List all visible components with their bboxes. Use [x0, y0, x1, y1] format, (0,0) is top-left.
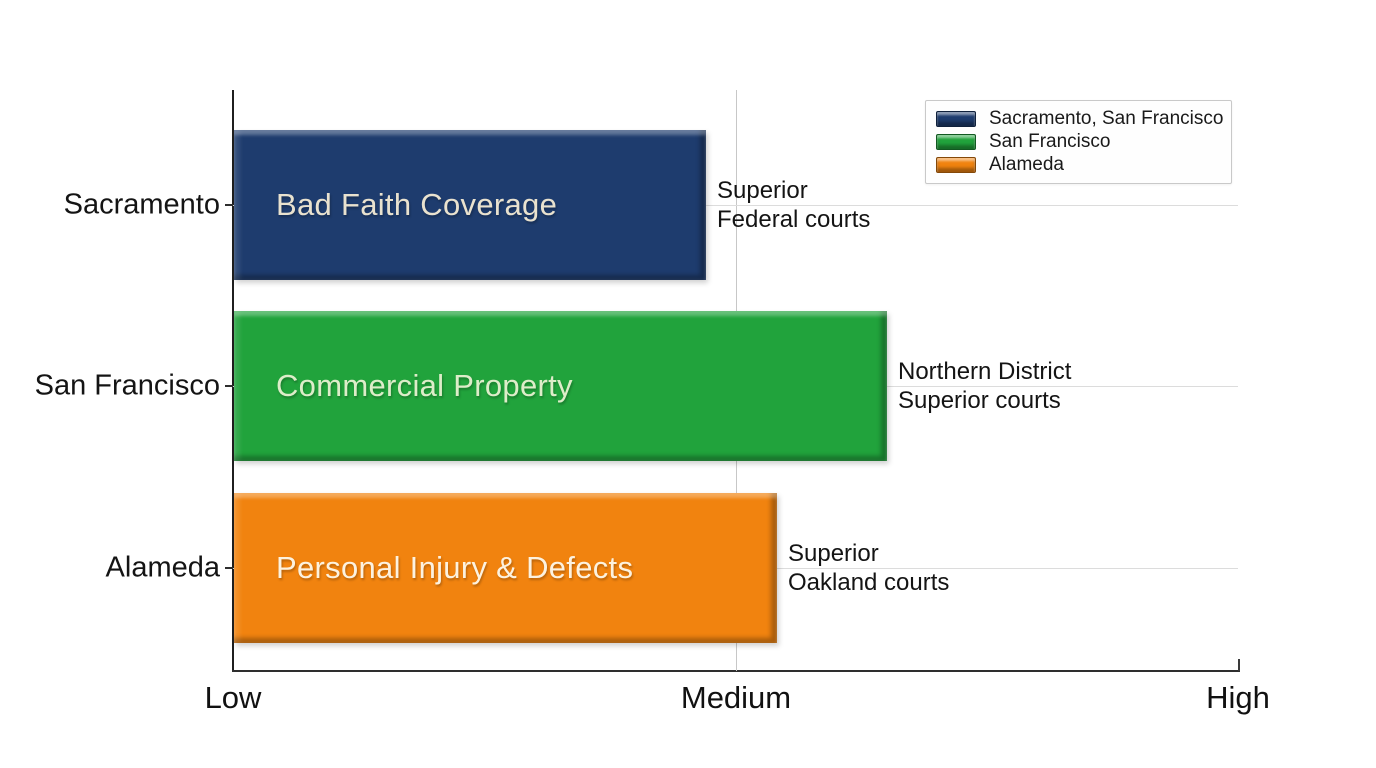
legend-label: San Francisco [989, 130, 1111, 152]
legend-item: San Francisco [936, 131, 1221, 152]
x-tick-label-high: High [1206, 680, 1270, 715]
legend-label: Sacramento, San Francisco [989, 107, 1224, 129]
gridline-row-sacramento [233, 205, 1238, 206]
x-tick-label-low: Low [204, 680, 262, 715]
y-axis-line [232, 90, 234, 672]
bar-label-san-francisco: Commercial Property [276, 368, 573, 403]
legend-swatch-navy [936, 110, 976, 127]
x-axis-high-tick [1238, 659, 1240, 671]
annotation-line: Superior [717, 177, 808, 204]
annotation-line: Northern District [898, 358, 1072, 385]
legend: Sacramento, San Francisco San Francisco … [925, 100, 1232, 184]
bar-sacramento: Bad Faith Coverage [234, 130, 706, 280]
x-tick-label-medium: Medium [680, 680, 792, 715]
legend-label: Alameda [989, 153, 1064, 175]
bar-label-sacramento: Bad Faith Coverage [276, 187, 558, 222]
y-tick-sacramento [225, 204, 233, 206]
y-axis-label-san-francisco: San Francisco [34, 369, 220, 402]
bar-label-alameda: Personal Injury & Defects [276, 550, 634, 585]
annotation-line: Superior [788, 540, 879, 567]
bar-san-francisco: Commercial Property [234, 311, 887, 461]
annotation-line: Superior courts [898, 387, 1061, 414]
y-tick-alameda [225, 567, 233, 569]
legend-item: Sacramento, San Francisco [936, 107, 1224, 129]
annotation-line: Oakland courts [788, 569, 950, 596]
x-axis-line [232, 670, 1240, 672]
legend-item: Alameda [936, 154, 1221, 175]
y-axis-label-alameda: Alameda [105, 551, 220, 584]
y-tick-san-francisco [225, 385, 233, 387]
annotation-alameda: Superior Oakland courts [788, 539, 949, 597]
annotation-san-francisco: Northern District Superior courts [898, 357, 1071, 415]
legend-swatch-green [936, 133, 976, 150]
y-axis-label-sacramento: Sacramento [63, 188, 220, 221]
bar-alameda: Personal Injury & Defects [234, 493, 777, 643]
annotation-sacramento: Superior Federal courts [717, 176, 870, 234]
annotation-line: Federal courts [717, 206, 871, 233]
legend-swatch-orange [936, 156, 976, 173]
